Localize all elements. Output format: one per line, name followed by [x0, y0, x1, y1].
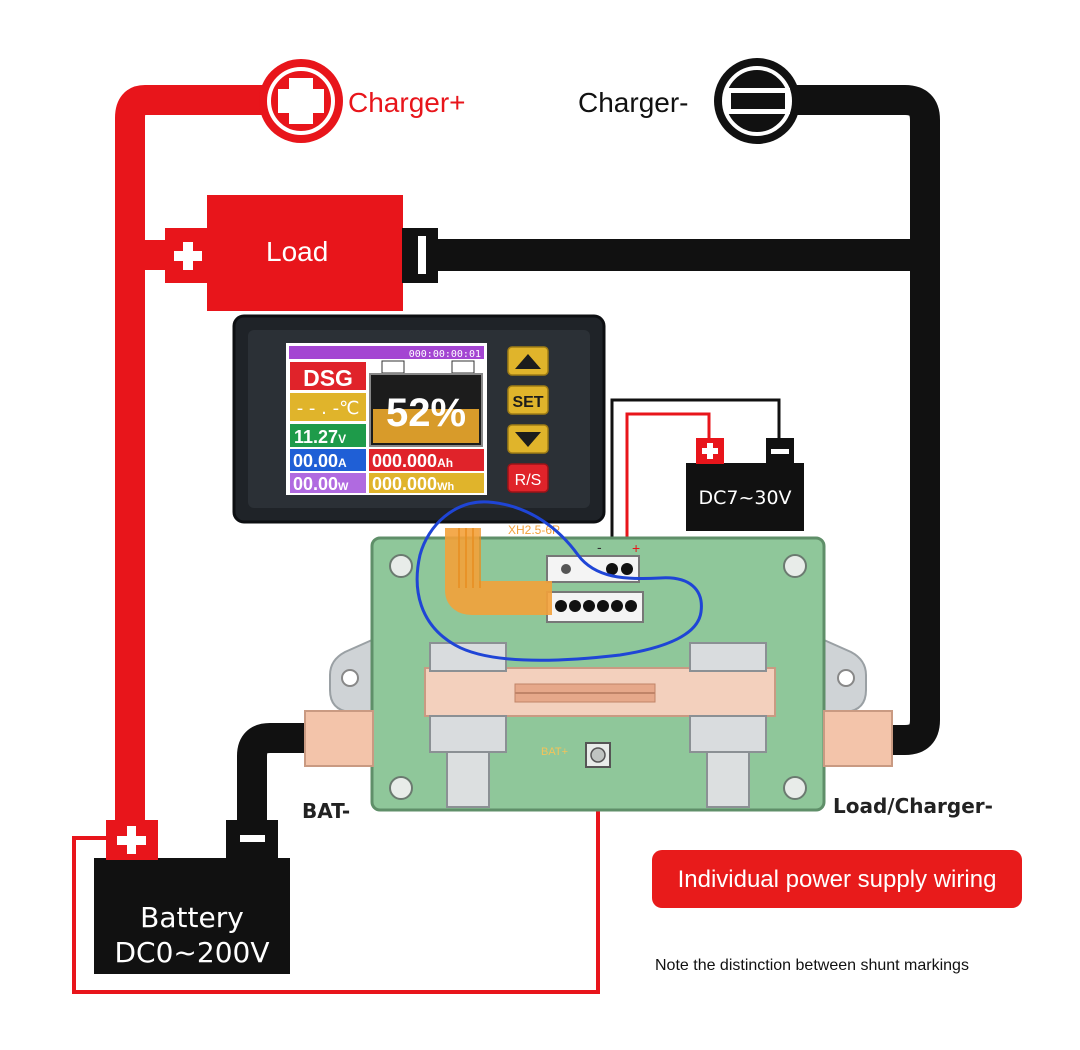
bolt-right-top	[689, 642, 767, 672]
meter-mode: DSG	[303, 365, 353, 391]
meter-voltage: 11.27	[294, 427, 338, 447]
ribbon-cable	[445, 528, 552, 615]
svg-text:000.000Wh: 000.000Wh	[372, 474, 454, 494]
meter-current-unit: A	[338, 456, 347, 470]
bat-pos-mark: BAT+	[541, 746, 568, 758]
callout-box	[652, 850, 1022, 908]
meter-current: 00.00	[293, 451, 338, 471]
bolt-right-bottom	[689, 715, 767, 753]
meter-temperature: - - . -℃	[297, 398, 360, 419]
load-block	[207, 195, 403, 311]
meter-power-unit: W	[338, 481, 349, 493]
terminal-right	[823, 710, 893, 767]
pcb-screw-bl	[389, 776, 413, 800]
black-negative-wire	[790, 85, 940, 755]
connector-label: XH2.5-6P	[508, 523, 560, 537]
meter-energy-cell	[369, 473, 484, 493]
charger-positive-label: Charger+	[348, 87, 466, 118]
meter-temp-cell	[290, 393, 366, 421]
supply-red-lead	[625, 412, 711, 565]
svg-text:00.00W: 00.00W	[293, 474, 349, 494]
connector-plus: +	[632, 540, 640, 556]
meter-power: 00.00	[293, 474, 338, 494]
bat-sense-wire	[72, 760, 600, 994]
bat-negative-label: BAT-	[302, 799, 350, 823]
meter-energy: 000.000	[372, 474, 437, 494]
battery-label: Battery	[140, 901, 244, 934]
note-text: Note the distinction between shunt marki…	[655, 957, 969, 974]
meter-rs-label: R/S	[515, 472, 542, 489]
charger-negative-label: Charger-	[578, 87, 688, 118]
meter-percent-fill	[373, 409, 479, 443]
load-charger-negative-label: Load/Charger-	[833, 794, 993, 818]
connector-minus: -	[597, 539, 602, 555]
meter-down-button[interactable]	[507, 424, 549, 454]
meter-percent: 52%	[386, 391, 466, 435]
meter-timer: 000:00:00:01	[409, 349, 481, 360]
supply-label: DC7~30V	[698, 487, 791, 509]
meter-mode-cell	[290, 362, 366, 390]
bolt-left-bottom	[429, 715, 507, 753]
black-bat-wire	[237, 723, 310, 828]
svg-text:11.27V: 11.27V	[294, 427, 346, 447]
meter-power-cell	[290, 473, 366, 493]
pcb-screw-tl	[389, 554, 413, 578]
battery-body	[94, 858, 290, 974]
load-label: Load	[266, 236, 328, 267]
terminal-left	[304, 710, 374, 767]
meter-rs-button[interactable]: R/S	[507, 463, 549, 493]
pcb-screw-br	[783, 776, 807, 800]
svg-text:000.000Ah: 000.000Ah	[372, 451, 453, 471]
meter-capacity: 000.000	[372, 451, 437, 471]
svg-text:00.00A: 00.00A	[293, 451, 347, 471]
blue-annotation-loop	[415, 500, 703, 662]
pcb-screw-tr	[783, 554, 807, 578]
meter-capacity-unit: Ah	[437, 456, 453, 470]
power-supply-box	[686, 463, 804, 531]
meter-set-button[interactable]: SET	[507, 385, 549, 415]
meter-voltage-unit: V	[338, 432, 346, 446]
meter-current-cell	[290, 449, 366, 471]
meter-set-label: SET	[512, 394, 543, 411]
battery-range: DC0~200V	[115, 936, 270, 969]
red-positive-wire	[115, 85, 300, 820]
meter-capacity-cell	[369, 449, 484, 471]
arrow-down-icon	[515, 432, 541, 447]
callout-text: Individual power supply wiring	[678, 866, 997, 893]
supply-black-lead	[610, 398, 781, 565]
arrow-up-icon	[515, 354, 541, 369]
meter-energy-unit: Wh	[437, 481, 454, 493]
meter-up-button[interactable]	[507, 346, 549, 376]
meter-voltage-cell	[290, 424, 366, 447]
